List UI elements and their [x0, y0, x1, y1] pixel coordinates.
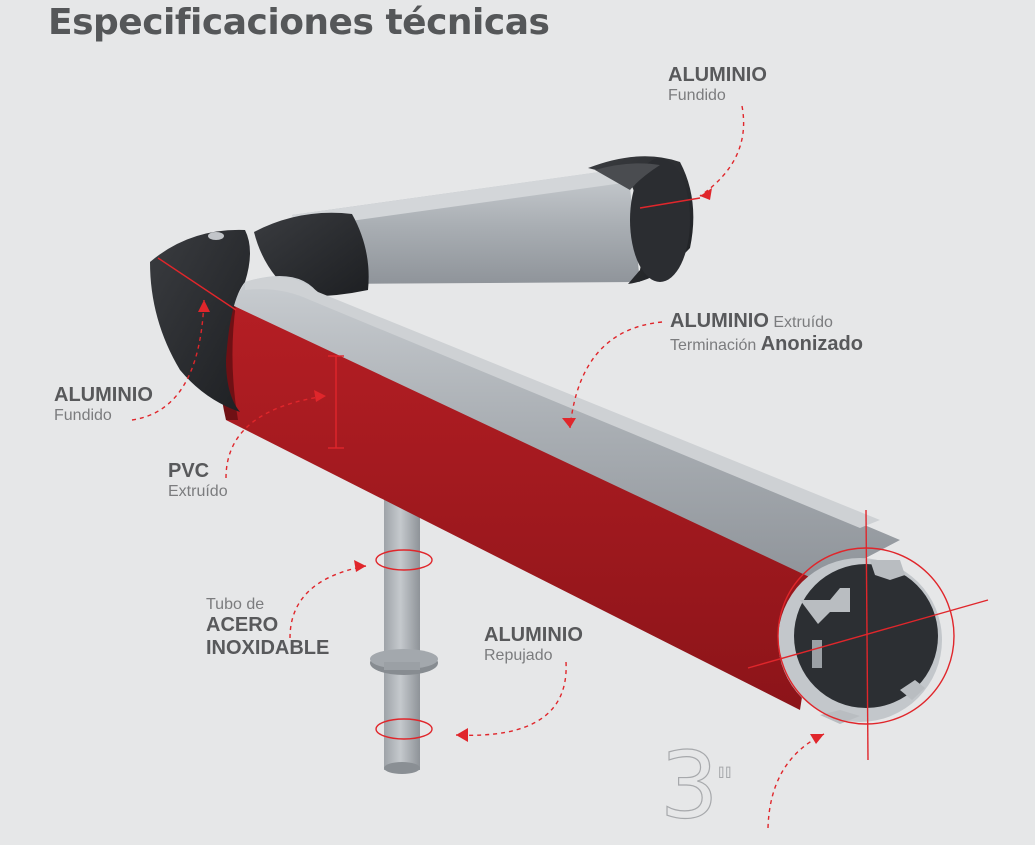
rail-profile-end: [778, 558, 942, 724]
process: Fundido: [668, 87, 726, 104]
upper-rail: [292, 168, 640, 284]
label-left: ALUMINIO Fundido: [54, 384, 153, 425]
arrow-heads: [198, 188, 824, 744]
tube-prefix: Tubo de: [206, 596, 265, 613]
leader-left: [131, 299, 205, 421]
label-top-right: ALUMINIO Fundido: [668, 64, 767, 105]
leader-diameter: [767, 733, 825, 829]
tube-line1: ACERO: [206, 614, 279, 637]
leader-repujado: [455, 661, 567, 736]
left-cap-measure-line: [157, 257, 237, 311]
leader-top-right: [699, 105, 745, 197]
profile-horizontal-axis: [747, 599, 989, 669]
material: PVC: [168, 460, 210, 482]
tube-line2: INOXIDABLE: [206, 637, 330, 660]
material: ALUMINIO: [484, 624, 583, 646]
label-bottom-center: ALUMINIO Repujado: [484, 624, 583, 665]
leader-anodized: [569, 321, 663, 429]
material: ALUMINIO: [668, 64, 767, 86]
upper-end-cap: [588, 156, 694, 284]
material: ALUMINIO: [54, 384, 153, 406]
leader-pvc: [225, 395, 327, 479]
process: Repujado: [484, 647, 553, 664]
label-pvc: PVC Extruído: [168, 460, 228, 501]
left-end-cap: [150, 229, 250, 412]
finish: Anonizado: [760, 333, 863, 355]
finish-prefix: Terminación: [670, 337, 757, 354]
process: Extruído: [168, 483, 228, 500]
joint-cap: [254, 212, 369, 297]
process: Fundido: [54, 407, 112, 424]
diameter-unit: ": [715, 760, 734, 805]
main-rail: [217, 275, 900, 710]
process: Extruído: [773, 314, 833, 331]
label-middle-right: ALUMINIO Extruído Terminación Anonizado: [670, 310, 863, 356]
label-tube: Tubo de ACERO INOXIDABLE: [206, 596, 329, 660]
material: ALUMINIO: [670, 310, 769, 332]
page-title: Especificaciones técnicas: [48, 2, 550, 43]
annotation-lines: [131, 105, 989, 829]
diameter-value: 3: [659, 732, 719, 839]
leader-tube: [289, 565, 367, 639]
profile-diameter-circle: [777, 547, 955, 725]
post-ring-bottom: [375, 718, 433, 740]
post-ring-top: [375, 549, 433, 571]
cap-measure-line: [639, 197, 701, 209]
